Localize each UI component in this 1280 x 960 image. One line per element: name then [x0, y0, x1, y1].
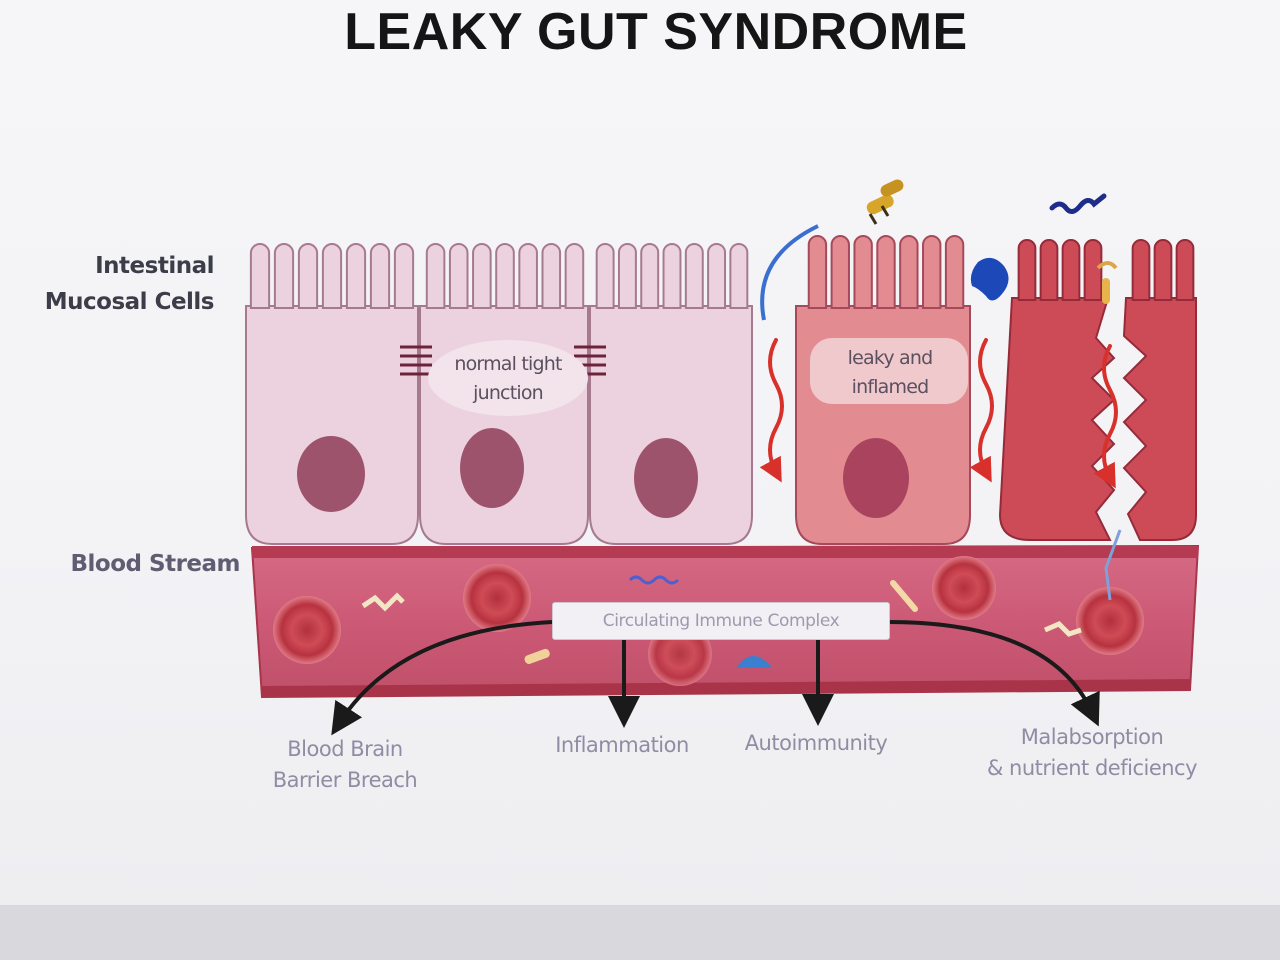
effect-arrows — [331, 620, 1100, 736]
microvillus — [1061, 239, 1081, 301]
blue-antibody-icon — [736, 656, 772, 668]
microvillus — [640, 243, 660, 309]
effect-label-line2: & nutrient deficiency — [986, 756, 1198, 780]
microvillus — [495, 243, 515, 309]
blood-stream-label: Blood Stream — [70, 551, 241, 577]
microvillus — [448, 243, 469, 309]
inflamed-cell — [795, 235, 971, 545]
normal-junction-label: normal tight junction — [430, 350, 586, 408]
microvillus — [321, 243, 343, 309]
damaged-cells — [998, 239, 1197, 541]
nucleus — [634, 438, 698, 518]
effect-label-line1: Blood Brain — [287, 737, 403, 761]
microvillus — [830, 235, 850, 309]
normal-label-line1: normal tight — [454, 353, 562, 375]
vessel-wall-bottom — [262, 679, 1190, 697]
normal-cells — [245, 243, 753, 545]
microbe-icon — [1049, 193, 1107, 214]
label-bubble — [428, 340, 588, 416]
microvillus — [249, 243, 271, 309]
microvillus — [1153, 239, 1173, 301]
intestinal-label: Intestinal Mucosal Cells — [30, 248, 215, 320]
microvillus — [393, 243, 415, 309]
microvillus — [684, 243, 704, 309]
microvillus — [1175, 239, 1195, 301]
leak-arrow-icon — [759, 338, 784, 483]
microvillus — [425, 243, 446, 309]
microvillus — [807, 235, 828, 309]
leaky-label-line1: leaky and — [847, 347, 934, 369]
leak-arrow-icon — [1093, 344, 1118, 489]
bloodstream-particles — [361, 575, 1082, 668]
normal-cell — [245, 305, 419, 545]
toxins-and-microbes — [760, 179, 1122, 601]
tight-junction-icon — [400, 345, 432, 376]
microvillus — [541, 243, 562, 309]
effect-malabsorption: Malabsorption & nutrient deficiency — [962, 722, 1222, 784]
microvillus — [707, 243, 727, 309]
microvillus — [1017, 239, 1037, 301]
vessel-wall-top — [252, 546, 1198, 558]
normal-cell — [589, 305, 753, 545]
microvillus — [518, 243, 538, 309]
microvilli — [1017, 239, 1195, 301]
nucleus — [843, 438, 909, 518]
arrow-malabsorption-icon — [887, 620, 1100, 727]
blue-arrow-icon — [760, 224, 819, 321]
monitor-bezel — [0, 905, 1280, 960]
microvillus — [472, 243, 492, 309]
arrow-blood-brain-icon — [331, 620, 553, 736]
microvillus — [729, 243, 749, 309]
microvillus — [876, 235, 896, 309]
immune-complex-label: Circulating Immune Complex — [552, 602, 890, 640]
effect-label-line2: Barrier Breach — [272, 768, 418, 792]
nucleus — [460, 428, 524, 508]
microvillus — [595, 243, 615, 309]
microvillus — [273, 243, 295, 309]
protein-icon — [970, 257, 1009, 301]
microvillus — [1039, 239, 1059, 301]
label-bubble — [810, 338, 968, 404]
microvillus — [1131, 239, 1151, 301]
leaky-label-line2: inflamed — [851, 376, 930, 398]
microvilli — [807, 235, 965, 309]
leaky-inflamed-label: leaky and inflamed — [812, 344, 968, 402]
microvillus — [297, 243, 319, 309]
particle-path-icon — [1104, 529, 1122, 601]
leak-arrow-icon — [969, 338, 994, 483]
effect-label-line1: Malabsorption — [1020, 725, 1164, 749]
microvillus — [853, 235, 873, 309]
effect-label-line1: Inflammation — [555, 733, 689, 757]
leak-arrows — [759, 338, 1118, 489]
microvillus — [345, 243, 367, 309]
microvillus — [564, 243, 585, 309]
intestinal-label-line1: Intestinal — [95, 253, 214, 279]
effect-inflammation: Inflammation — [532, 730, 712, 761]
intestinal-label-line2: Mucosal Cells — [44, 289, 215, 315]
nucleus — [297, 436, 365, 512]
microvillus — [617, 243, 637, 309]
bacteria-icon — [866, 179, 904, 225]
microvillus — [899, 235, 919, 309]
effect-label-line1: Autoimmunity — [744, 731, 888, 755]
microvillus — [944, 235, 965, 309]
microvillus — [1083, 239, 1103, 301]
effect-blood-brain: Blood Brain Barrier Breach — [240, 734, 450, 796]
microvillus — [369, 243, 391, 309]
microvillus — [922, 235, 942, 309]
microvillus — [662, 243, 682, 309]
microvilli — [249, 243, 749, 309]
effect-autoimmunity: Autoimmunity — [726, 728, 906, 759]
normal-label-line2: junction — [473, 382, 544, 404]
diagram-title: LEAKY GUT SYNDROME — [344, 3, 968, 61]
